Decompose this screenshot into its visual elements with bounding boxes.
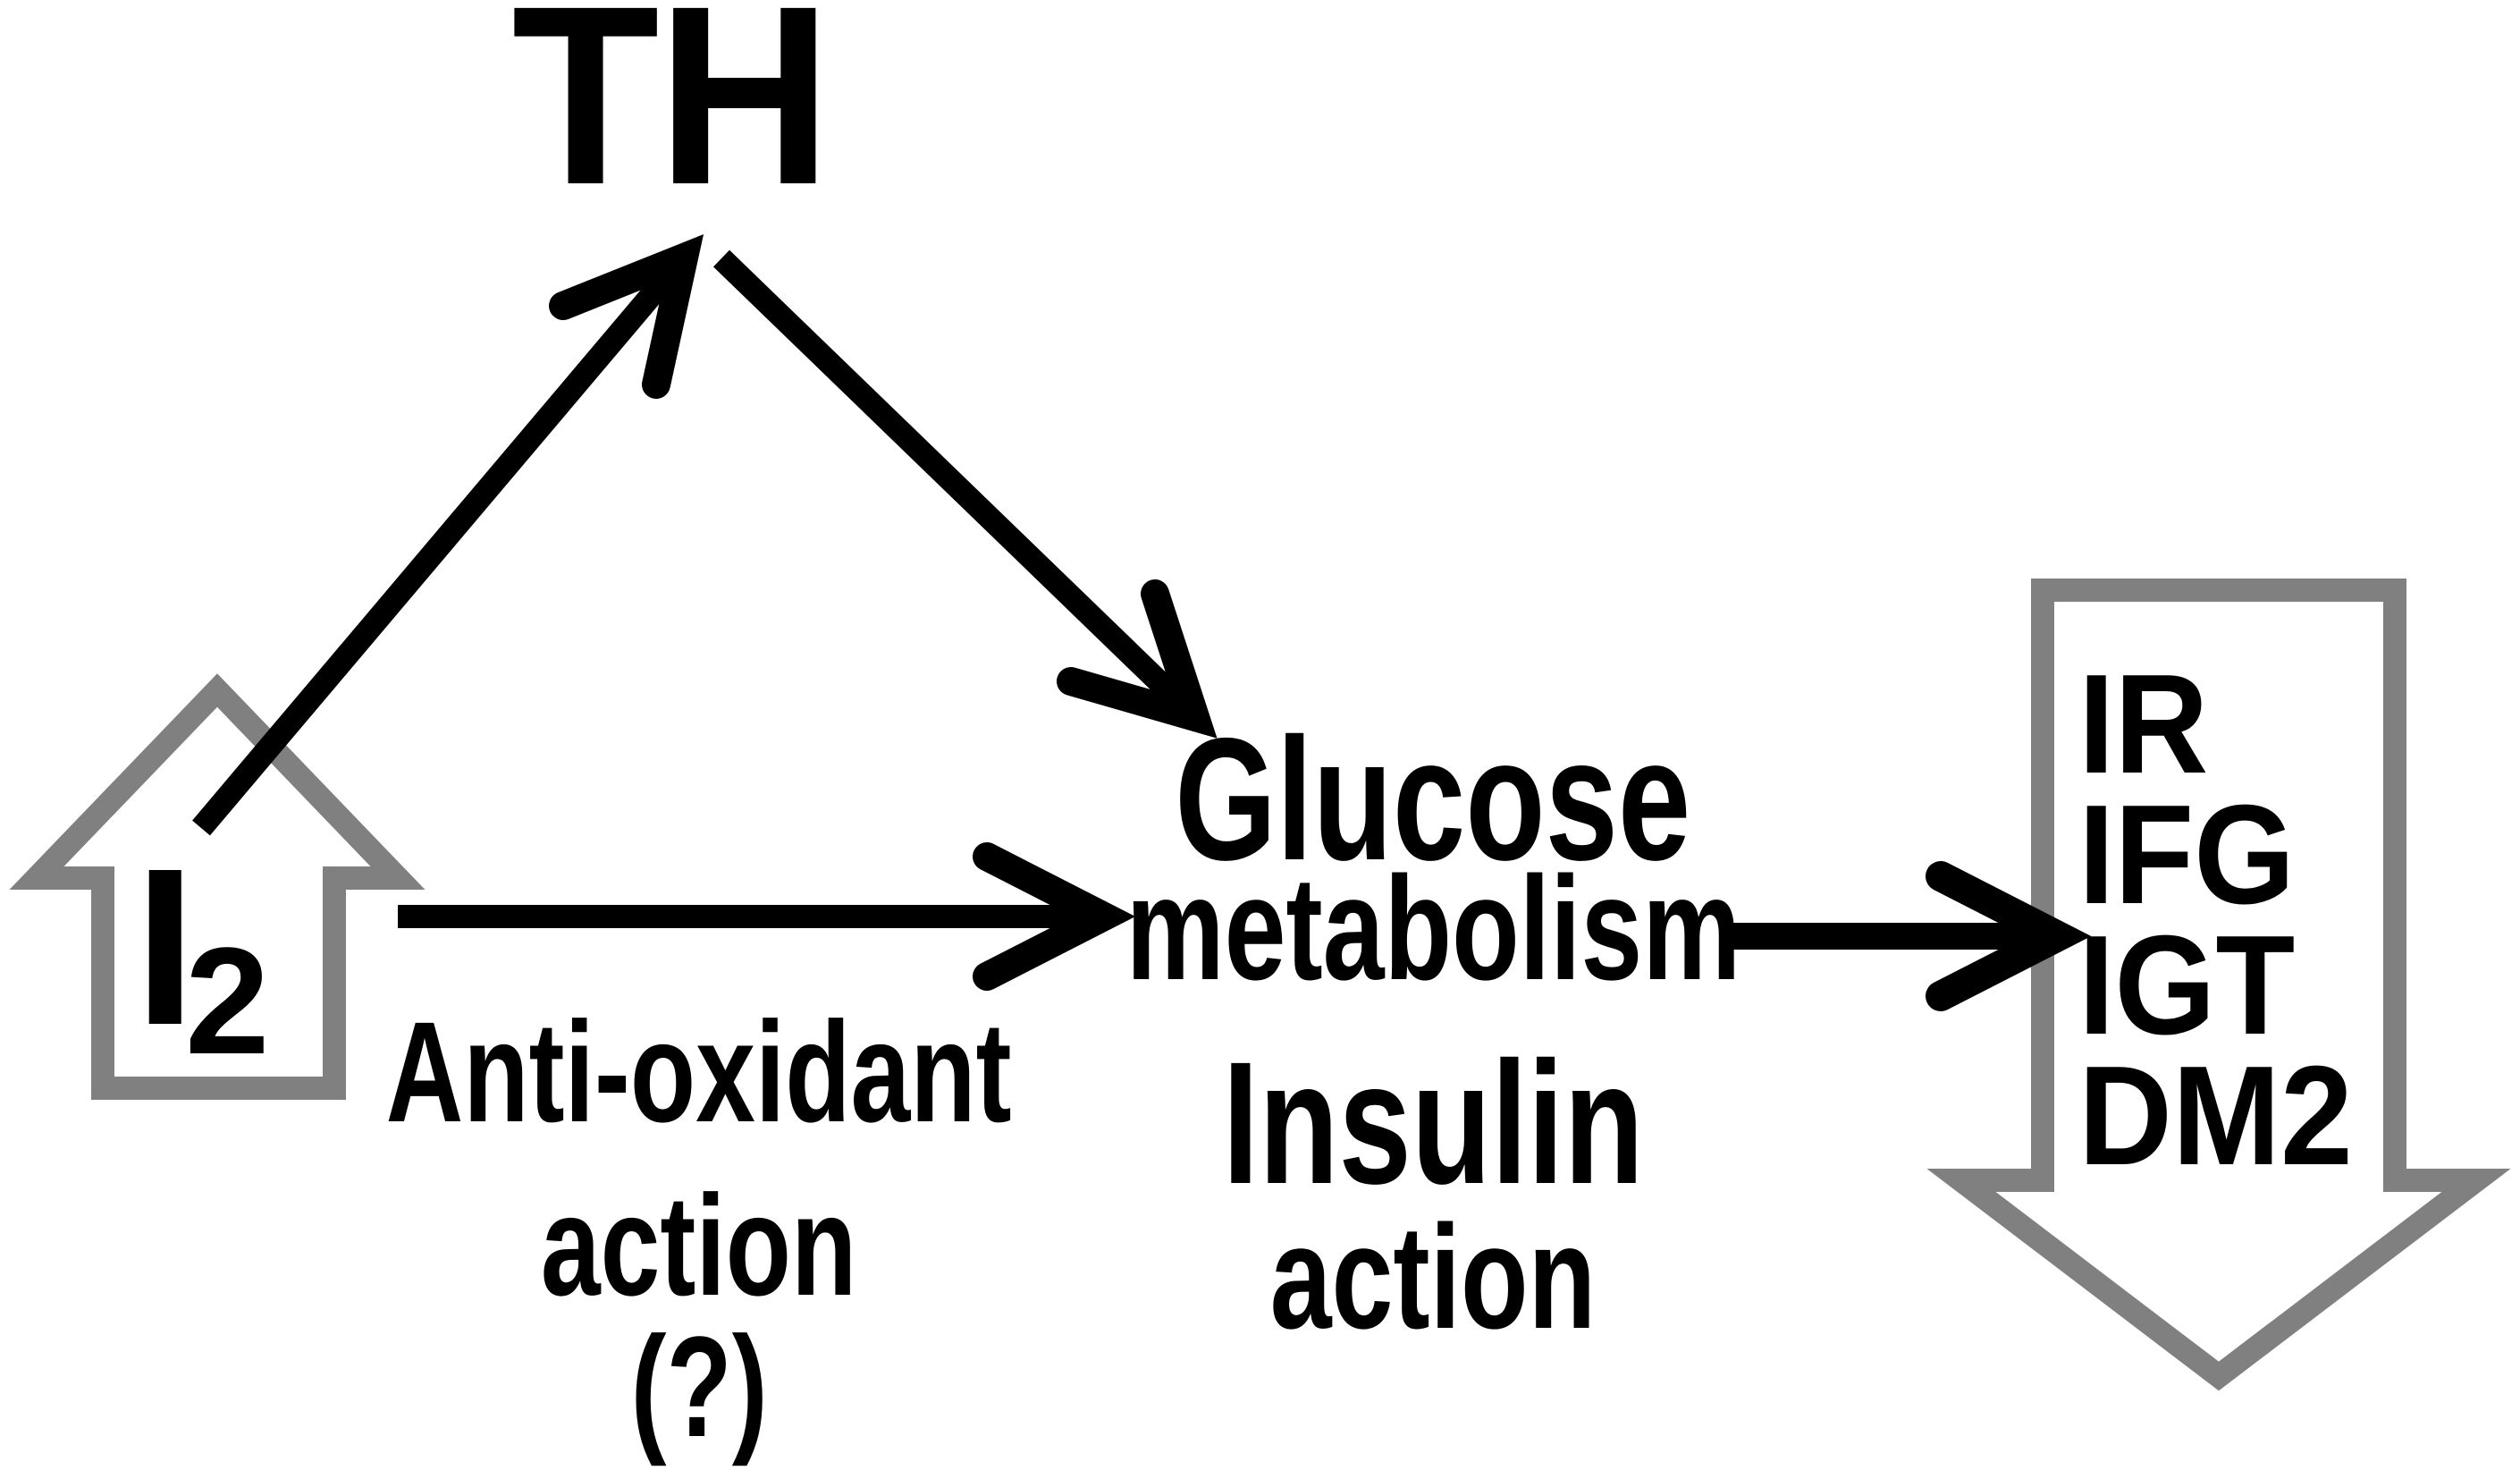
- antioxidant-action-text: action: [541, 1165, 857, 1325]
- arrow-iodine-to-th: [192, 233, 704, 836]
- antioxidant-label-line2: action: [252, 1174, 1146, 1317]
- antioxidant-text: Anti-oxidant: [386, 992, 1012, 1152]
- th-text: TH: [511, 0, 831, 238]
- arrow-glucose-to-outcomes: [1732, 861, 2092, 1011]
- glucose-text: Glucose: [1175, 702, 1691, 897]
- up-block-arrow-icon: [9, 673, 426, 1100]
- arrow-iodine-to-glucose: [398, 842, 1136, 991]
- antioxidant-question-text: (?): [630, 1306, 768, 1466]
- insulin-action-text: action: [1269, 1195, 1597, 1359]
- iodine-subscript: 2: [185, 917, 270, 1086]
- down-block-arrow-icon: [1926, 579, 2511, 1391]
- antioxidant-label-line3: (?): [252, 1315, 1146, 1458]
- outcome-ifg: IFG: [2078, 776, 2296, 934]
- iodine-symbol: I: [134, 822, 197, 1071]
- outcomes-list: IR IFG IGT DM2: [2078, 646, 2377, 1195]
- insulin-action-label-line2: action: [986, 1204, 1880, 1351]
- arrow-th-to-glucose: [712, 249, 1218, 739]
- glucose-metabolism-label-line2: metabolism: [986, 855, 1880, 1002]
- outcome-dm2: DM2: [2078, 1037, 2353, 1195]
- insulin-text: Insulin: [1222, 1026, 1644, 1221]
- outcome-igt: IGT: [2078, 907, 2296, 1064]
- metabolism-text: metabolism: [1125, 846, 1740, 1010]
- glucose-metabolism-label: Glucose: [986, 713, 1880, 887]
- th-label: TH: [402, 0, 939, 224]
- insulin-action-label: Insulin: [986, 1036, 1880, 1211]
- antioxidant-label: Anti-oxidant: [252, 1001, 1146, 1144]
- outcome-ir: IR: [2078, 646, 2209, 803]
